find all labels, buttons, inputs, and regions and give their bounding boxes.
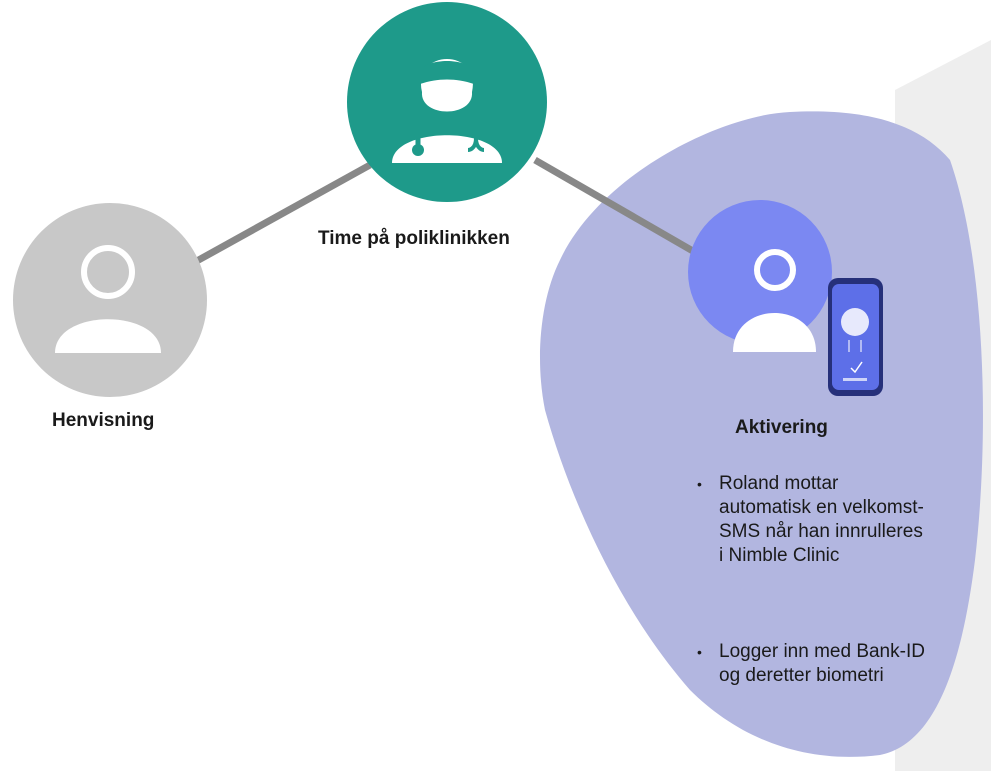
person-icon	[733, 249, 816, 352]
node-label-referral: Henvisning	[52, 410, 155, 431]
activation-bullet: Roland mottar automatisk en velkomst-SMS…	[697, 472, 927, 568]
highlight-blob	[540, 111, 983, 757]
activation-bullet: Logger inn med Bank-ID og deretter biome…	[697, 640, 927, 688]
node-clinic-visit	[347, 2, 547, 202]
person-icon	[55, 245, 161, 353]
node-label-clinic-visit: Time på poliklinikken	[318, 228, 510, 249]
doctor-icon	[392, 59, 502, 163]
activation-bullet-list: Logger inn med Bank-ID og deretter biome…	[697, 640, 927, 688]
node-referral	[13, 203, 207, 397]
connector-referral-clinic	[193, 161, 372, 266]
connector-clinic-activation	[533, 156, 707, 262]
activation-bullet-list: Roland mottar automatisk en velkomst-SMS…	[697, 472, 927, 568]
smartphone-icon	[828, 278, 883, 396]
node-activation	[688, 200, 883, 396]
node-label-activation: Aktivering	[735, 417, 828, 438]
